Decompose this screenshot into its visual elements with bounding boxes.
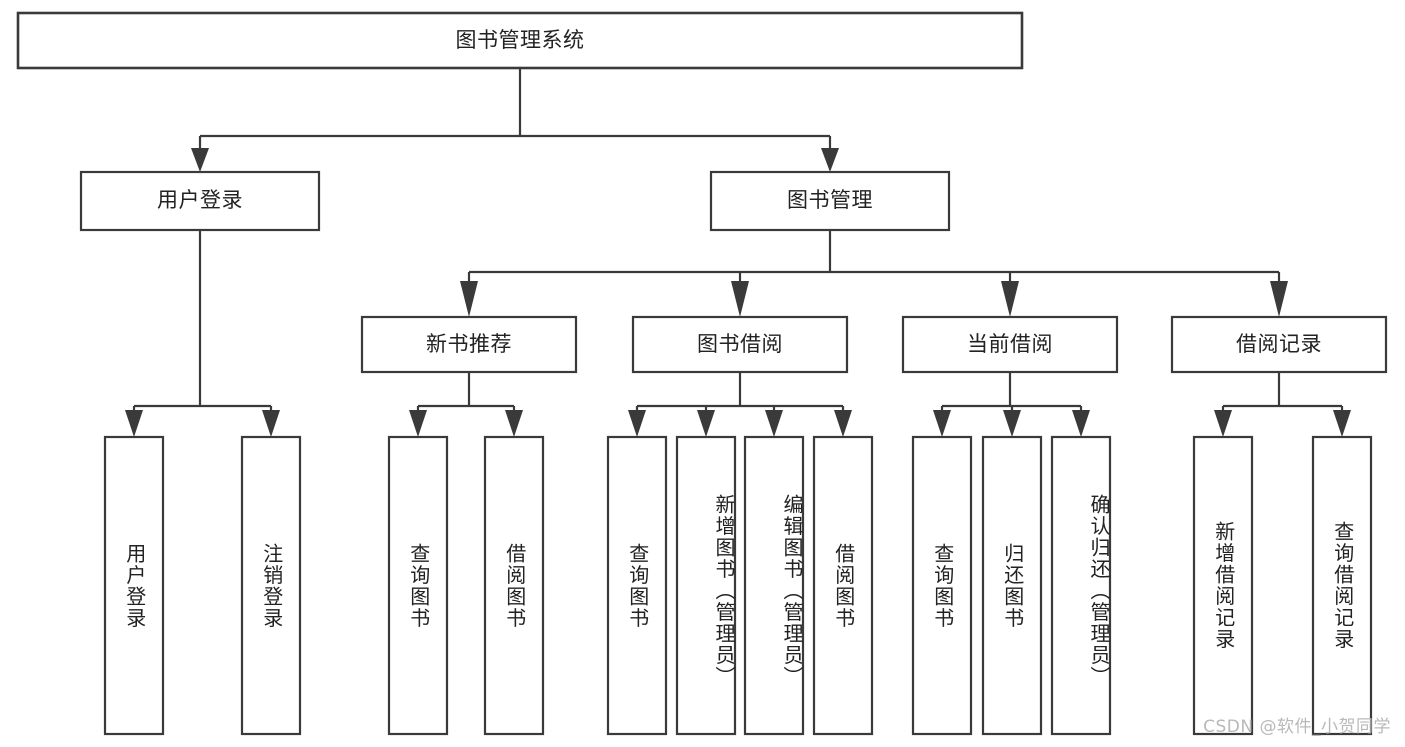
node-box-leaf-query-record[interactable] bbox=[1311, 435, 1373, 736]
arrow-head-icon bbox=[731, 281, 749, 317]
arrow-head-icon bbox=[505, 410, 523, 437]
connector-book-manage-to-level3 bbox=[460, 230, 1288, 317]
arrow-head-icon bbox=[933, 410, 951, 437]
node-box-leaf-query-book-2[interactable] bbox=[606, 435, 668, 736]
node-box-leaf-add-record[interactable] bbox=[1192, 435, 1254, 736]
arrow-head-icon bbox=[1214, 410, 1232, 437]
node-box-leaf-borrow-book-1[interactable] bbox=[483, 435, 545, 736]
connector-root-to-level2 bbox=[191, 68, 839, 172]
node-box-book-manage[interactable] bbox=[709, 170, 951, 232]
arrow-head-icon bbox=[765, 410, 783, 437]
node-box-leaf-query-book-1[interactable] bbox=[387, 435, 449, 736]
arrow-head-icon bbox=[1333, 410, 1351, 437]
connector-current-borrow-to-leaves bbox=[933, 372, 1090, 437]
node-box-leaf-confirm-return[interactable] bbox=[1050, 435, 1112, 736]
connector-user-login-to-leaves bbox=[125, 230, 280, 437]
arrow-head-icon bbox=[262, 410, 280, 437]
connector-borrow-record-to-leaves bbox=[1214, 372, 1351, 437]
arrow-head-icon bbox=[1270, 281, 1288, 317]
arrow-head-icon bbox=[125, 410, 143, 437]
connector-book-borrow-to-leaves bbox=[628, 372, 852, 437]
node-box-leaf-return-book[interactable] bbox=[981, 435, 1043, 736]
node-box-leaf-add-book[interactable] bbox=[675, 435, 737, 736]
arrow-head-icon bbox=[834, 410, 852, 437]
arrow-head-icon bbox=[409, 410, 427, 437]
connector-new-book-rec-to-leaves bbox=[409, 372, 523, 437]
node-box-leaf-logout-login[interactable] bbox=[240, 435, 302, 736]
arrow-head-icon bbox=[1001, 281, 1019, 317]
node-box-leaf-user-login[interactable] bbox=[103, 435, 165, 736]
arrow-head-icon bbox=[821, 148, 839, 172]
arrow-head-icon bbox=[1003, 410, 1021, 437]
node-box-borrow-record[interactable] bbox=[1170, 315, 1388, 374]
node-box-root[interactable] bbox=[16, 11, 1024, 70]
arrow-head-icon bbox=[697, 410, 715, 437]
arrow-head-icon bbox=[628, 410, 646, 437]
node-box-current-borrow[interactable] bbox=[901, 315, 1119, 374]
node-box-new-book-rec[interactable] bbox=[360, 315, 578, 374]
node-box-book-borrow[interactable] bbox=[631, 315, 849, 374]
node-box-user-login[interactable] bbox=[79, 170, 321, 232]
node-box-leaf-query-book-3[interactable] bbox=[911, 435, 973, 736]
node-box-leaf-edit-book[interactable] bbox=[743, 435, 805, 736]
arrow-head-icon bbox=[1072, 410, 1090, 437]
arrow-head-icon bbox=[191, 148, 209, 172]
node-box-leaf-borrow-book-2[interactable] bbox=[812, 435, 874, 736]
arrow-head-icon bbox=[460, 281, 478, 317]
